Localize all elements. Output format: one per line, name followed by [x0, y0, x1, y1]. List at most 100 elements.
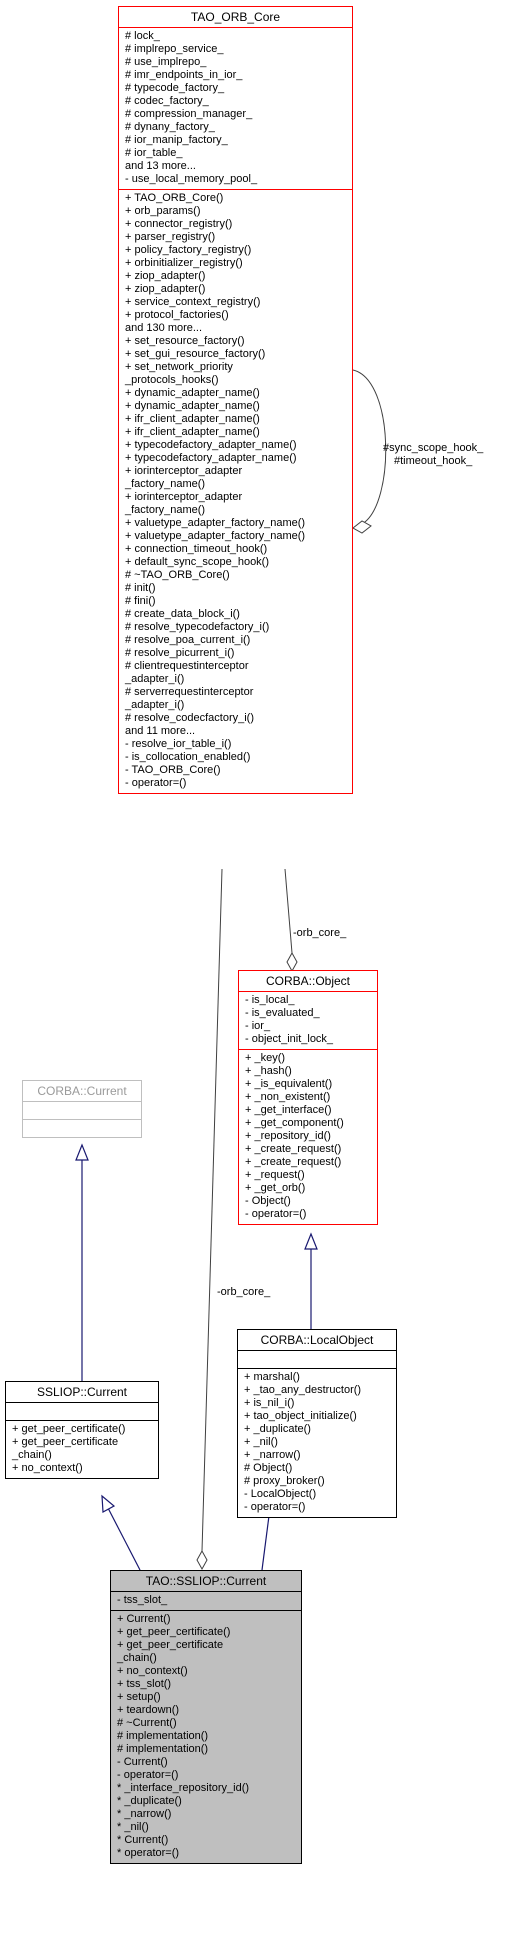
member-line[interactable]: + set_resource_factory()	[125, 335, 245, 347]
member-line[interactable]: + _non_existent()	[245, 1091, 331, 1103]
member-line[interactable]: * operator=()	[117, 1847, 180, 1859]
member-line[interactable]: - operator=()	[244, 1501, 306, 1513]
member-line[interactable]: # proxy_broker()	[244, 1475, 325, 1487]
member-line[interactable]: + tss_slot()	[117, 1678, 172, 1690]
member-line[interactable]: - tss_slot_	[117, 1594, 168, 1606]
member-line[interactable]: + get_peer_certificate()	[12, 1423, 126, 1435]
member-line[interactable]: + orb_params()	[125, 205, 201, 217]
member-line[interactable]: + _tao_any_destructor()	[244, 1384, 362, 1396]
member-line[interactable]: + _hash()	[245, 1065, 292, 1077]
member-line[interactable]: + ziop_adapter()	[125, 270, 206, 282]
member-line[interactable]: + iorinterceptor_adapter	[125, 491, 243, 503]
member-line[interactable]: # ior_manip_factory_	[125, 134, 228, 146]
member-line[interactable]: + get_peer_certificate	[117, 1639, 224, 1651]
member-line[interactable]: + no_context()	[12, 1462, 83, 1474]
member-line[interactable]: + _key()	[245, 1052, 286, 1064]
member-line[interactable]: _factory_name()	[125, 478, 206, 490]
member-line[interactable]: and 130 more...	[125, 322, 203, 334]
member-line[interactable]: + ifr_client_adapter_name()	[125, 413, 260, 425]
class-ssliop-current[interactable]: SSLIOP::Current + get_peer_certificate()…	[5, 1381, 159, 1479]
member-line[interactable]: + _is_equivalent()	[245, 1078, 333, 1090]
member-line[interactable]: + _create_request()	[245, 1156, 342, 1168]
member-line[interactable]: - ior_	[245, 1020, 271, 1032]
member-line[interactable]: + _create_request()	[245, 1143, 342, 1155]
class-corba-localobject[interactable]: CORBA::LocalObject + marshal()+ _tao_any…	[237, 1329, 397, 1518]
member-line[interactable]: + TAO_ORB_Core()	[125, 192, 224, 204]
member-line[interactable]: + set_network_priority	[125, 361, 233, 373]
member-line[interactable]: # lock_	[125, 30, 160, 42]
member-line[interactable]: # Object()	[244, 1462, 293, 1474]
member-line[interactable]: + orbinitializer_registry()	[125, 257, 243, 269]
member-line[interactable]: - operator=()	[117, 1769, 179, 1781]
member-line[interactable]: + connection_timeout_hook()	[125, 543, 268, 555]
member-line[interactable]: * Current()	[117, 1834, 169, 1846]
member-line[interactable]: + default_sync_scope_hook()	[125, 556, 270, 568]
member-line[interactable]: - is_local_	[245, 994, 295, 1006]
class-corba-current[interactable]: CORBA::Current	[22, 1080, 142, 1138]
member-line[interactable]: + set_gui_resource_factory()	[125, 348, 266, 360]
member-line[interactable]: - operator=()	[125, 777, 187, 789]
member-line[interactable]: # resolve_codecfactory_i()	[125, 712, 255, 724]
member-line[interactable]: + setup()	[117, 1691, 161, 1703]
member-line[interactable]: + typecodefactory_adapter_name()	[125, 452, 297, 464]
member-line[interactable]: # imr_endpoints_in_ior_	[125, 69, 243, 81]
member-line[interactable]: # ~Current()	[117, 1717, 177, 1729]
member-line[interactable]: # resolve_poa_current_i()	[125, 634, 251, 646]
member-line[interactable]: # dynany_factory_	[125, 121, 215, 133]
member-line[interactable]: _protocols_hooks()	[125, 374, 219, 386]
member-line[interactable]: + no_context()	[117, 1665, 188, 1677]
member-line[interactable]: * _interface_repository_id()	[117, 1782, 250, 1794]
member-line[interactable]: # fini()	[125, 595, 156, 607]
member-line[interactable]: + valuetype_adapter_factory_name()	[125, 530, 306, 542]
member-line[interactable]: and 11 more...	[125, 725, 196, 737]
member-line[interactable]: + teardown()	[117, 1704, 180, 1716]
member-line[interactable]: + typecodefactory_adapter_name()	[125, 439, 297, 451]
class-corba-object[interactable]: CORBA::Object - is_local_- is_evaluated_…	[238, 970, 378, 1225]
member-line[interactable]: _factory_name()	[125, 504, 206, 516]
member-line[interactable]: # create_data_block_i()	[125, 608, 240, 620]
member-line[interactable]: and 13 more...	[125, 160, 196, 172]
member-line[interactable]: + dynamic_adapter_name()	[125, 387, 260, 399]
member-line[interactable]: + tao_object_initialize()	[244, 1410, 357, 1422]
member-line[interactable]: # implementation()	[117, 1743, 209, 1755]
member-line[interactable]: # clientrequestinterceptor	[125, 660, 249, 672]
member-line[interactable]: + ifr_client_adapter_name()	[125, 426, 260, 438]
member-line[interactable]: - Current()	[117, 1756, 168, 1768]
member-line[interactable]: * _duplicate()	[117, 1795, 182, 1807]
member-line[interactable]: - resolve_ior_table_i()	[125, 738, 232, 750]
member-line[interactable]: + protocol_factories()	[125, 309, 229, 321]
member-line[interactable]: + _request()	[245, 1169, 305, 1181]
member-line[interactable]: + is_nil_i()	[244, 1397, 295, 1409]
member-line[interactable]: + valuetype_adapter_factory_name()	[125, 517, 306, 529]
member-line[interactable]: + _get_component()	[245, 1117, 344, 1129]
member-line[interactable]: # ior_table_	[125, 147, 183, 159]
class-tao-orb-core[interactable]: TAO_ORB_Core # lock_# implrepo_service_#…	[118, 6, 353, 794]
member-line[interactable]: # resolve_typecodefactory_i()	[125, 621, 270, 633]
member-line[interactable]: # implrepo_service_	[125, 43, 224, 55]
member-line[interactable]: - operator=()	[245, 1208, 307, 1220]
member-line[interactable]: + parser_registry()	[125, 231, 216, 243]
member-line[interactable]: # implementation()	[117, 1730, 209, 1742]
member-line[interactable]: + policy_factory_registry()	[125, 244, 252, 256]
member-line[interactable]: + connector_registry()	[125, 218, 233, 230]
member-line[interactable]: _adapter_i()	[125, 673, 185, 685]
member-line[interactable]: _chain()	[12, 1449, 52, 1461]
member-line[interactable]: - Object()	[245, 1195, 291, 1207]
member-line[interactable]: + _get_orb()	[245, 1182, 306, 1194]
member-line[interactable]: - LocalObject()	[244, 1488, 317, 1500]
class-tao-ssliop-current[interactable]: TAO::SSLIOP::Current - tss_slot_ + Curre…	[110, 1570, 302, 1864]
member-line[interactable]: _chain()	[117, 1652, 157, 1664]
member-line[interactable]: + _duplicate()	[244, 1423, 311, 1435]
member-line[interactable]: - TAO_ORB_Core()	[125, 764, 221, 776]
member-line[interactable]: + get_peer_certificate	[12, 1436, 119, 1448]
member-line[interactable]: # compression_manager_	[125, 108, 253, 120]
member-line[interactable]: + _get_interface()	[245, 1104, 332, 1116]
member-line[interactable]: + _nil()	[244, 1436, 278, 1448]
member-line[interactable]: + marshal()	[244, 1371, 300, 1383]
member-line[interactable]: + ziop_adapter()	[125, 283, 206, 295]
member-line[interactable]: # resolve_picurrent_i()	[125, 647, 235, 659]
member-line[interactable]: - object_init_lock_	[245, 1033, 334, 1045]
member-line[interactable]: _adapter_i()	[125, 699, 185, 711]
member-line[interactable]: - is_evaluated_	[245, 1007, 320, 1019]
member-line[interactable]: - use_local_memory_pool_	[125, 173, 258, 185]
